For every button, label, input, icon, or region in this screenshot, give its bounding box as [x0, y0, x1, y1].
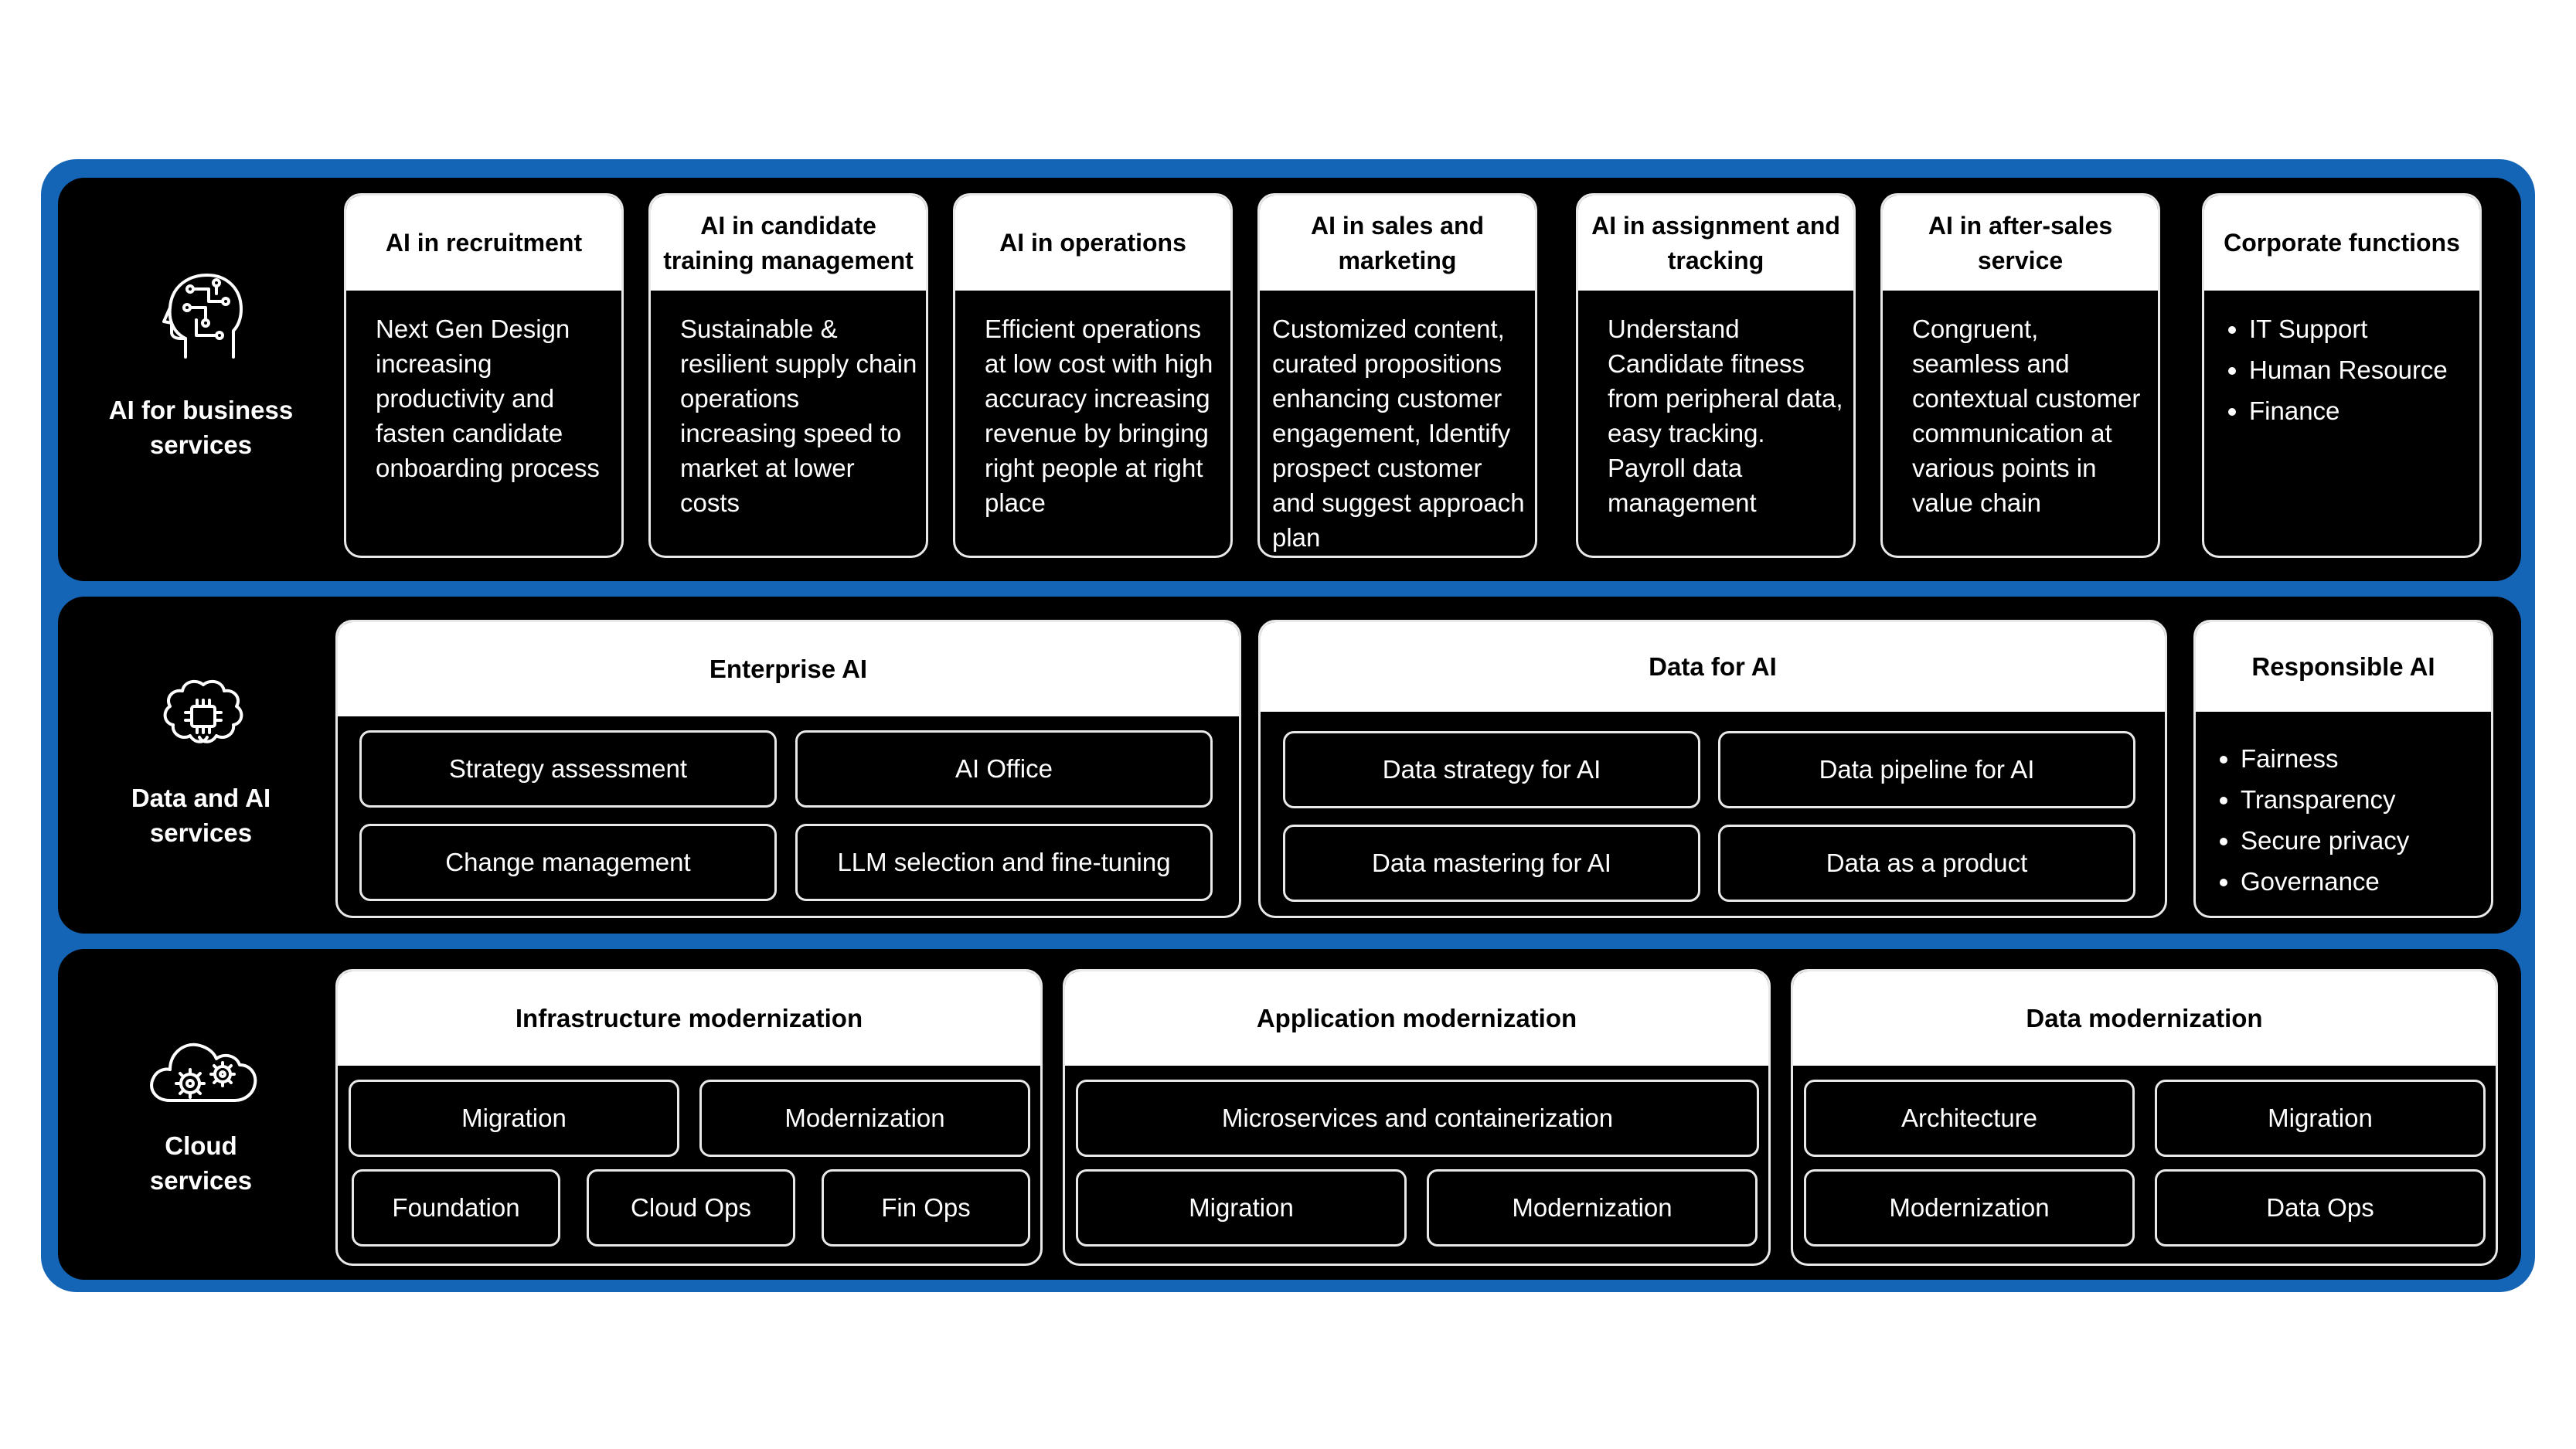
- panel-data-for-ai: Data for AI Data strategy for AI Data pi…: [1258, 620, 2167, 918]
- card-title: AI in operations: [955, 196, 1230, 291]
- row-label-line2: services: [149, 818, 253, 847]
- data-ai-services-band: Data and AI services Enterprise AI Strat…: [58, 597, 2521, 934]
- panel-title: Responsible AI: [2196, 622, 2491, 712]
- service-pill: Migration: [349, 1080, 679, 1157]
- row-label-line1: Cloud: [165, 1131, 237, 1160]
- row-label-line2: services: [149, 430, 253, 459]
- brain-chip-icon: [163, 679, 243, 743]
- card-body: Congruent, seamless and contextual custo…: [1912, 315, 2141, 517]
- row-label-line1: AI for business: [108, 396, 294, 424]
- card-body: Sustainable & resilient supply chain ope…: [680, 315, 917, 517]
- panel-title: Application modernization: [1065, 971, 1768, 1066]
- card-body: Customized content, curated propositions…: [1272, 315, 1525, 552]
- cloud-gears-icon: [150, 1043, 257, 1102]
- panel-title: Data for AI: [1261, 622, 2165, 712]
- service-pill: Modernization: [699, 1080, 1030, 1157]
- card-title: AI in candidate training management: [651, 196, 926, 291]
- card-ai-recruitment: AI in recruitment Next Gen Design increa…: [344, 193, 624, 558]
- card-ai-candidate-training: AI in candidate training management Sust…: [648, 193, 928, 558]
- list-item: IT Support: [2249, 311, 2472, 346]
- card-title: Corporate functions: [2204, 196, 2479, 291]
- cloud-services-band: Cloud services Infrastructure modernizat…: [58, 949, 2521, 1280]
- card-body: Efficient operations at low cost with hi…: [985, 315, 1213, 517]
- panel-application-modernization: Application modernization Microservices …: [1063, 969, 1771, 1266]
- service-pill: Data strategy for AI: [1283, 731, 1700, 808]
- card-title: AI in assignment and tracking: [1578, 196, 1853, 291]
- ai-head-circuit-icon: [162, 274, 243, 359]
- card-ai-after-sales: AI in after-sales service Congruent, sea…: [1880, 193, 2160, 558]
- list-item: Secure privacy: [2241, 820, 2409, 861]
- card-title: AI in sales and marketing: [1260, 196, 1535, 291]
- panel-enterprise-ai: Enterprise AI Strategy assessment AI Off…: [335, 620, 1241, 918]
- panel-infrastructure-modernization: Infrastructure modernization Migration M…: [335, 969, 1043, 1266]
- card-corporate-functions: Corporate functions IT Support Human Res…: [2202, 193, 2482, 558]
- service-pill: Cloud Ops: [587, 1169, 795, 1247]
- service-pill: Data Ops: [2155, 1169, 2486, 1247]
- card-body: Next Gen Design increasing productivity …: [376, 315, 600, 482]
- card-ai-assignment-tracking: AI in assignment and tracking Understand…: [1576, 193, 1856, 558]
- list-item: Transparency: [2241, 779, 2409, 820]
- card-ai-operations: AI in operations Efficient operations at…: [953, 193, 1233, 558]
- list-item: Governance: [2241, 861, 2409, 902]
- panel-data-modernization: Data modernization Architecture Migratio…: [1791, 969, 2498, 1266]
- list-item: Finance: [2249, 393, 2472, 428]
- row-label-line2: services: [149, 1166, 253, 1195]
- service-pill: Migration: [1076, 1169, 1407, 1247]
- panel-title: Infrastructure modernization: [338, 971, 1040, 1066]
- card-title: AI in after-sales service: [1883, 196, 2158, 291]
- card-ai-sales-marketing: AI in sales and marketing Customized con…: [1257, 193, 1537, 558]
- ai-business-services-band: AI for business services AI in recruitme…: [58, 178, 2521, 581]
- service-pill: Strategy assessment: [359, 730, 777, 808]
- service-pill: Migration: [2155, 1080, 2486, 1157]
- panel-responsible-ai: Responsible AI Fairness Transparency Sec…: [2193, 620, 2493, 918]
- card-body: Understand Candidate fitness from periph…: [1608, 315, 1843, 517]
- service-pill: Architecture: [1804, 1080, 2135, 1157]
- card-title: AI in recruitment: [346, 196, 621, 291]
- service-pill: Data as a product: [1718, 825, 2135, 902]
- service-pill: Fin Ops: [822, 1169, 1030, 1247]
- service-pill: Modernization: [1427, 1169, 1758, 1247]
- row-label-ai-business: AI for business services: [58, 393, 344, 462]
- service-pill: Data pipeline for AI: [1718, 731, 2135, 808]
- panel-title: Enterprise AI: [338, 622, 1239, 716]
- service-pill: Data mastering for AI: [1283, 825, 1700, 902]
- service-pill: Change management: [359, 824, 777, 901]
- service-pill: Foundation: [352, 1169, 560, 1247]
- list-item: Fairness: [2241, 738, 2409, 779]
- card-body: IT Support Human Resource Finance: [2220, 311, 2472, 434]
- service-pill: AI Office: [795, 730, 1213, 808]
- list-item: Human Resource: [2249, 352, 2472, 387]
- service-pill: Modernization: [1804, 1169, 2135, 1247]
- service-pill: LLM selection and fine-tuning: [795, 824, 1213, 901]
- responsible-ai-list: Fairness Transparency Secure privacy Gov…: [2211, 738, 2409, 902]
- row-label-cloud: Cloud services: [58, 1128, 344, 1198]
- row-label-line1: Data and AI: [131, 784, 271, 812]
- service-pill: Microservices and containerization: [1076, 1080, 1759, 1157]
- row-label-data-ai: Data and AI services: [58, 781, 344, 850]
- panel-title: Data modernization: [1793, 971, 2496, 1066]
